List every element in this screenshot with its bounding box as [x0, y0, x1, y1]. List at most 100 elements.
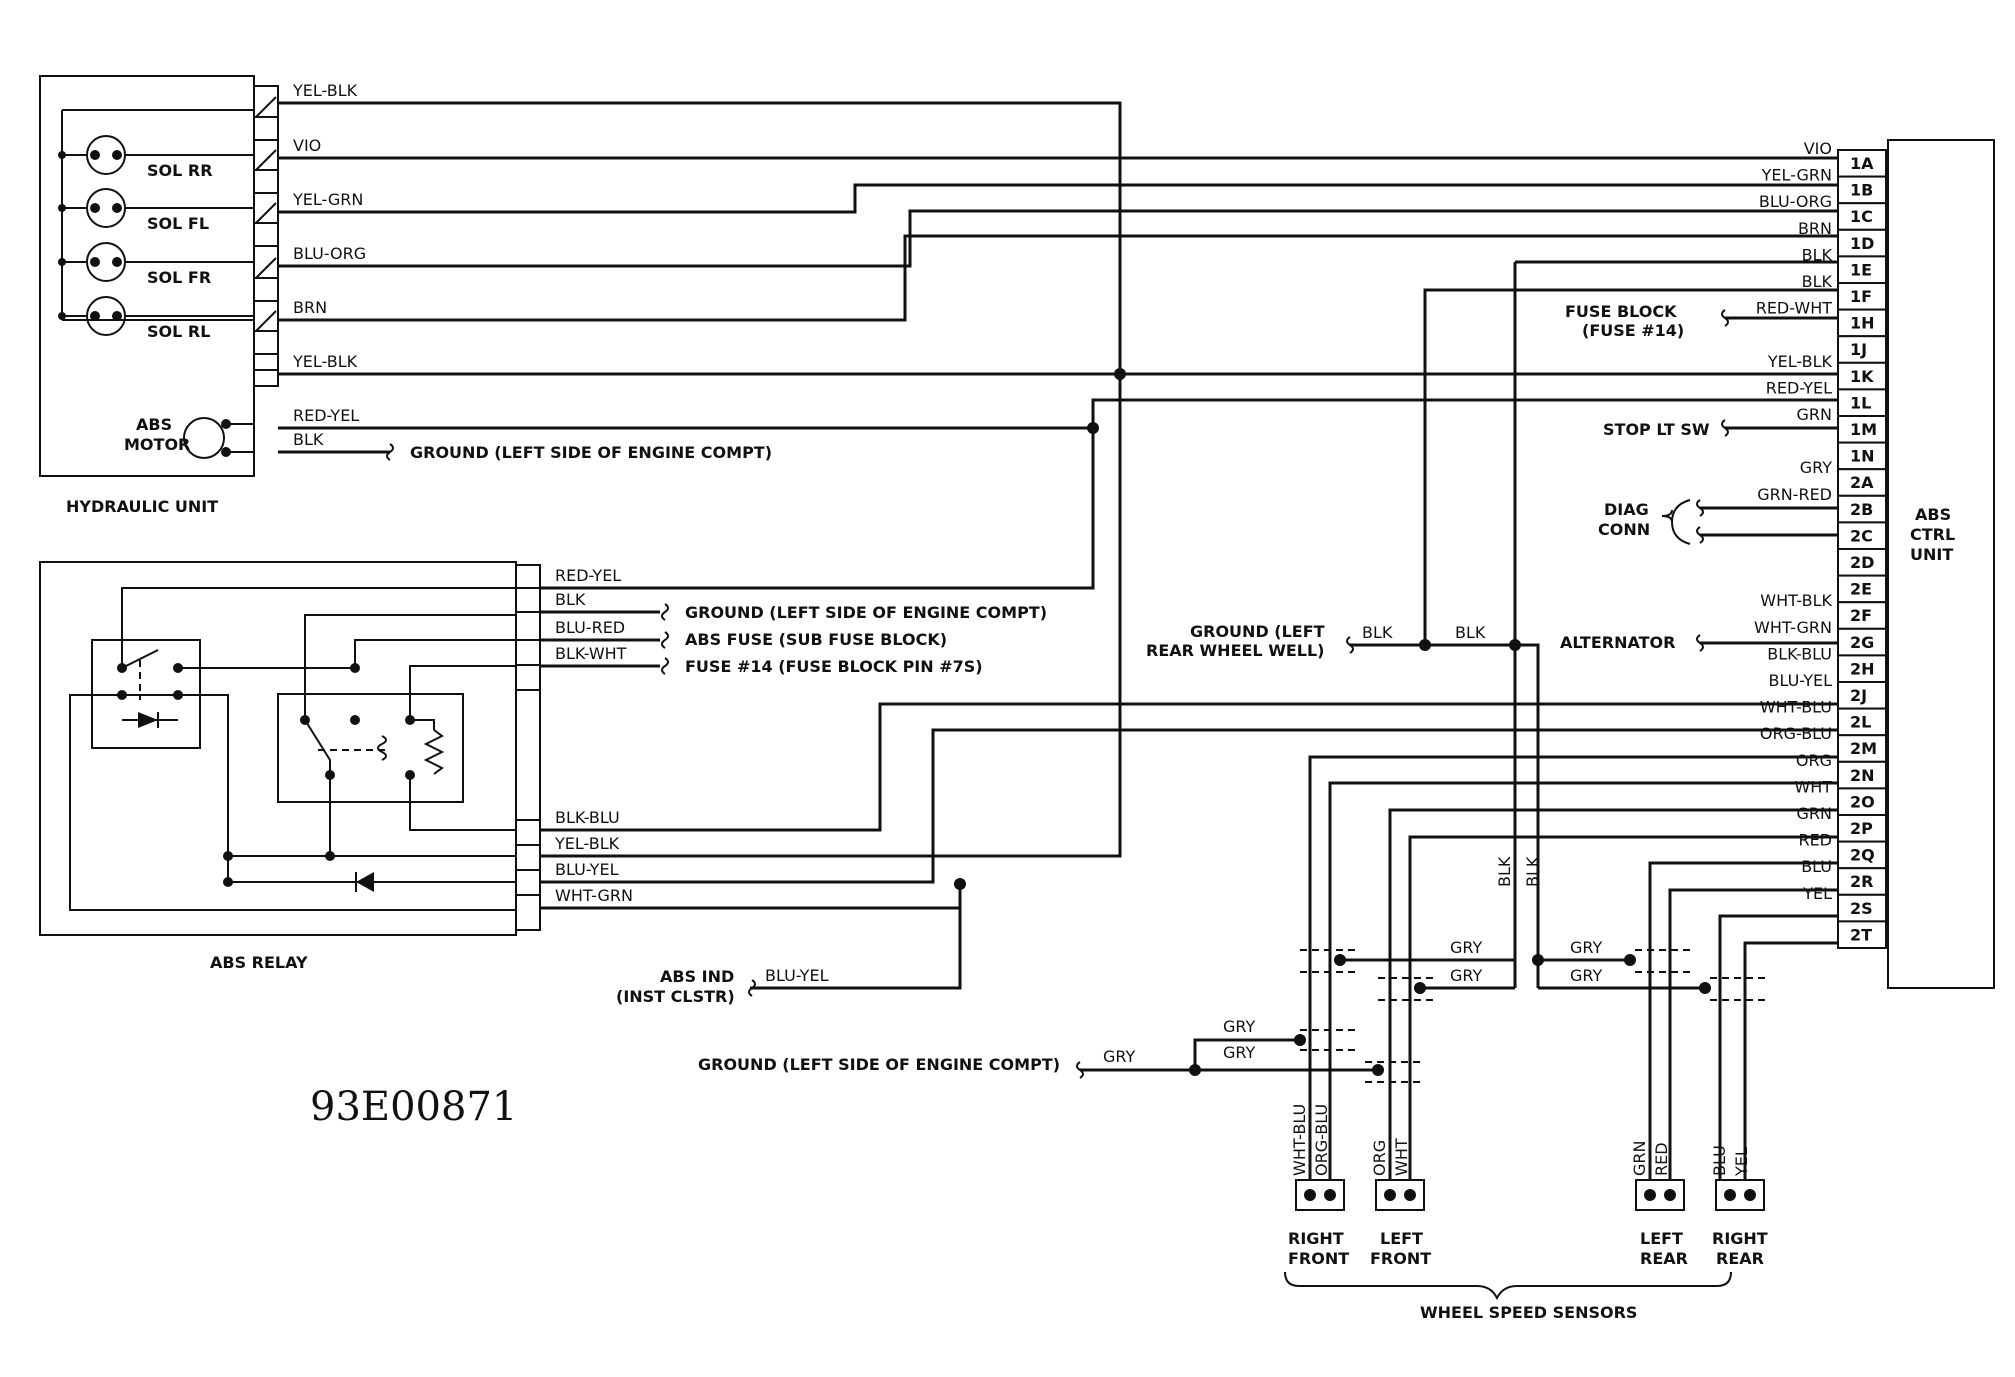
fuse-block-label-1: FUSE BLOCK — [1565, 302, 1677, 321]
pin-label-2t: 2T — [1850, 925, 1872, 944]
lr-label-1: LEFT — [1640, 1229, 1683, 1248]
solenoid-rl — [62, 296, 254, 336]
relay-wire-8: WHT-GRN — [555, 886, 633, 905]
pin-wire-2r: BLU — [1801, 857, 1832, 876]
pin-cell-1h — [1837, 308, 1887, 338]
rf-label-2: FRONT — [1288, 1249, 1349, 1268]
pin-label-1l: 1L — [1850, 393, 1871, 412]
pin-label-2l: 2L — [1850, 713, 1871, 732]
pin-label-2r: 2R — [1850, 872, 1873, 891]
pin-label-2c: 2C — [1850, 526, 1873, 545]
pin-label-1j: 1J — [1850, 340, 1867, 359]
lf-wire-b: WHT — [1392, 1138, 1411, 1176]
sensor-right-front: WHT-BLU ORG-BLU RIGHT FRONT — [1288, 1104, 1349, 1268]
pin-wire-1k: YEL-BLK — [1767, 352, 1833, 371]
pin-wire-1h: RED-WHT — [1756, 299, 1833, 318]
pin-label-2e: 2E — [1850, 580, 1872, 599]
relay-abs-fuse-label: ABS FUSE (SUB FUSE BLOCK) — [685, 630, 947, 649]
ctrl-unit-title-3: UNIT — [1910, 545, 1953, 564]
pin-cell-2m — [1837, 734, 1887, 763]
pin-wire-2p: GRN — [1797, 804, 1832, 823]
pin-cell-1j — [1837, 335, 1887, 364]
abs-motor-label-1: ABS — [136, 415, 172, 434]
hu-wire-7: RED-YEL — [293, 406, 359, 425]
relay-wires: RED-YEL BLK BLU-RED BLK-WHT BLK-BLU YEL-… — [540, 374, 1838, 910]
pin-label-1k: 1K — [1850, 367, 1874, 386]
hu-wire-8: BLK — [293, 430, 324, 449]
hu-ground-label: GROUND (LEFT SIDE OF ENGINE COMPT) — [410, 443, 772, 462]
pin-label-2j: 2J — [1850, 686, 1867, 705]
hu-wire-3: YEL-GRN — [292, 190, 363, 209]
sensors-brace — [1284, 1271, 1732, 1301]
lf-wire-a: ORG — [1370, 1140, 1389, 1176]
diag-conn-label-1: DIAG — [1604, 500, 1649, 519]
pin-label-2h: 2H — [1850, 659, 1875, 678]
pin-label-1m: 1M — [1850, 420, 1877, 439]
pin-wire-1m: GRN — [1797, 405, 1832, 424]
sensors-title: WHEEL SPEED SENSORS — [1420, 1303, 1637, 1322]
pin-cell-1k — [1837, 361, 1887, 391]
pin-wire-2o: WHT — [1794, 777, 1832, 796]
pin-label-1n: 1N — [1850, 447, 1875, 466]
alternator-label: ALTERNATOR — [1560, 633, 1675, 652]
sensor-left-front: ORG WHT LEFT FRONT — [1370, 1138, 1431, 1268]
pin-label-1c: 1C — [1850, 207, 1873, 226]
pin-label-2p: 2P — [1850, 819, 1873, 838]
blk-vertical-1: BLK — [1495, 856, 1514, 887]
relay-connector — [515, 564, 541, 931]
pin-wire-2n: ORG — [1796, 751, 1832, 770]
pin-label-2m: 2M — [1850, 739, 1877, 758]
abs-ind-label-2: (INST CLSTR) — [616, 987, 735, 1006]
rr-wire-a: BLU — [1710, 1145, 1729, 1176]
hydraulic-wires: YEL-BLK VIO YEL-GRN BLU-ORG BRN YEL-BLK … — [278, 81, 1838, 462]
stop-lt-sw-label: STOP LT SW — [1603, 420, 1710, 439]
abs-relay-title: ABS RELAY — [210, 953, 308, 972]
sensor-left-rear: GRN RED LEFT REAR — [1630, 1141, 1688, 1268]
pin-label-2s: 2S — [1850, 899, 1873, 918]
lr-label-2: REAR — [1640, 1249, 1688, 1268]
rr-wire-b: YEL — [1732, 1147, 1751, 1177]
sol-fl-label: SOL FL — [147, 214, 209, 233]
pin-wire-1a: VIO — [1804, 139, 1832, 158]
sol-fr-label: SOL FR — [147, 268, 211, 287]
pin-wire-1c: BLU-ORG — [1759, 192, 1832, 211]
lf-label-1: LEFT — [1380, 1229, 1423, 1248]
hu-wire-6: YEL-BLK — [292, 352, 358, 371]
ctrl-unit-title-2: CTRL — [1910, 525, 1955, 544]
relay-wire-5: BLK-BLU — [555, 808, 620, 827]
pin-label-2d: 2D — [1850, 553, 1874, 572]
pin-wire-1d: BRN — [1798, 219, 1832, 238]
lf-label-2: FRONT — [1370, 1249, 1431, 1268]
pin-label-1f: 1F — [1850, 287, 1872, 306]
rr-label-1: RIGHT — [1712, 1229, 1768, 1248]
pin-label-2n: 2N — [1850, 766, 1875, 785]
pin-cell-1f — [1837, 282, 1887, 311]
gry-label-2: GRY — [1450, 966, 1482, 985]
gry-label-4: GRY — [1570, 966, 1602, 985]
pin-cell-1e — [1837, 255, 1887, 284]
ground-rear-blk-1: BLK — [1362, 623, 1393, 642]
lr-wire-b: RED — [1652, 1142, 1671, 1176]
pin-label-1d: 1D — [1850, 234, 1874, 253]
pin-wire-2g: WHT-GRN — [1754, 618, 1832, 637]
relay-wire-6: YEL-BLK — [554, 834, 620, 853]
pin-wire-2q: RED — [1798, 831, 1832, 850]
pin-label-1e: 1E — [1850, 260, 1872, 279]
pin-cell-2g — [1837, 627, 1887, 657]
abs-ctrl-unit: ABS CTRL UNIT 1AVIO1BYEL-GRN1CBLU-ORG1DB… — [1754, 139, 1995, 989]
relay-wire-3: BLU-RED — [555, 618, 625, 637]
abs-relay: ABS RELAY — [39, 561, 541, 972]
rf-label-1: RIGHT — [1288, 1229, 1344, 1248]
abs-ind-circuit: BLU-YEL ABS IND (INST CLSTR) — [616, 884, 962, 1006]
pin-label-2f: 2F — [1850, 606, 1872, 625]
pin-wire-2a: GRY — [1800, 458, 1832, 477]
gry-label-3: GRY — [1570, 938, 1602, 957]
hydraulic-connector — [253, 85, 279, 387]
relay-fuse14-label: FUSE #14 (FUSE BLOCK PIN #7S) — [685, 657, 983, 676]
hu-wire-4: BLU-ORG — [293, 244, 366, 263]
pin-cell-2s — [1837, 893, 1887, 923]
ground-engine-label: GROUND (LEFT SIDE OF ENGINE COMPT) — [698, 1055, 1060, 1074]
pin-cell-1a — [1837, 149, 1887, 178]
pin-label-2g: 2G — [1850, 633, 1874, 652]
pin-strip: 1AVIO1BYEL-GRN1CBLU-ORG1DBRN1EBLK1FBLK1H… — [1754, 139, 1887, 950]
